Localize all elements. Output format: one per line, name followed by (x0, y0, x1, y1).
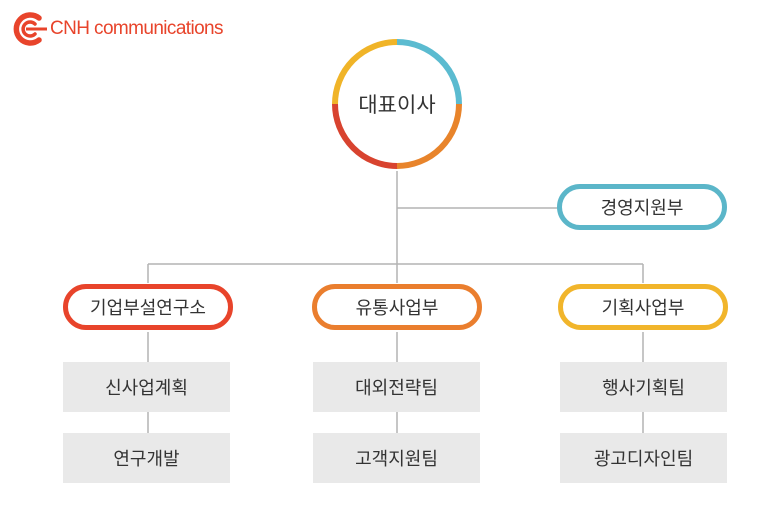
dept-node-distribution: 유통사업부 (312, 284, 482, 330)
ceo-node: 대표이사 (330, 37, 464, 171)
team-node: 고객지원팀 (313, 433, 480, 483)
dept-node-planning: 기획사업부 (558, 284, 728, 330)
team-node: 대외전략팀 (313, 362, 480, 412)
logo-text: CNH communications (50, 18, 224, 39)
team-node: 연구개발 (63, 433, 230, 483)
dept-node-research: 기업부설연구소 (63, 284, 233, 330)
ceo-ring (332, 39, 462, 169)
ceo-label: 대표이사 (358, 93, 436, 117)
cnh-logo-icon (13, 12, 47, 46)
team-node: 신사업계획 (63, 362, 230, 412)
company-logo: CNH communications (9, 12, 224, 46)
team-node: 행사기획팀 (560, 362, 727, 412)
team-node: 광고디자인팀 (560, 433, 727, 483)
staff-node: 경영지원부 (557, 184, 727, 230)
